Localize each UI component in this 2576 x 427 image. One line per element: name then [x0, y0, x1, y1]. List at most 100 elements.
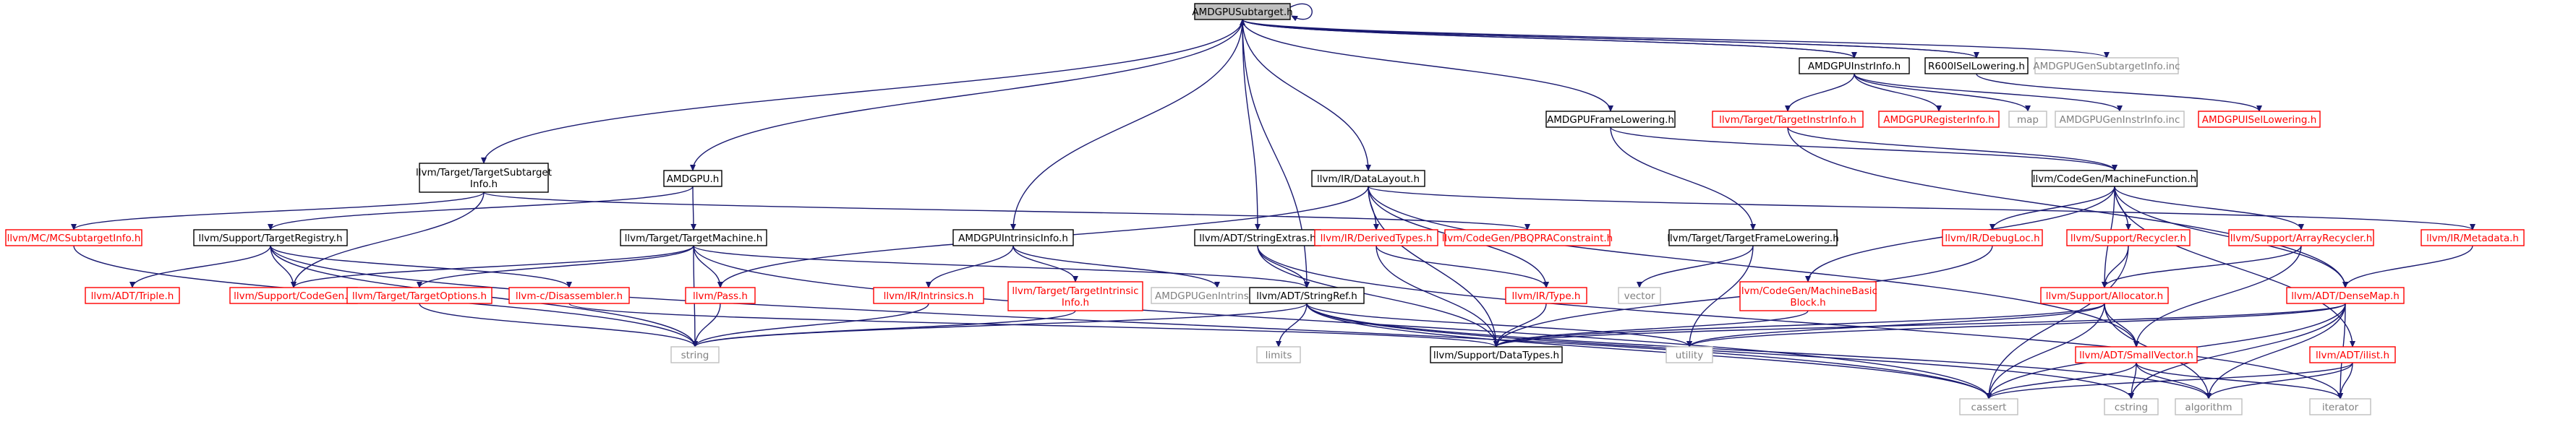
node-label: llvm/Support/ArrayRecycler.h	[2230, 233, 2373, 244]
edge-stringref-utility	[1306, 303, 1692, 348]
node-label: utility	[1676, 350, 1703, 361]
graph-node-amdgpuintrinsicinfo[interactable]: AMDGPUIntrinsicInfo.h	[952, 229, 1074, 246]
node-label: cstring	[2115, 402, 2148, 413]
graph-node-amdgpusubtarget[interactable]: AMDGPUSubtarget.h	[1192, 3, 1293, 20]
graph-node-smallvector[interactable]: llvm/ADT/SmallVector.h	[2075, 346, 2198, 363]
graph-node-debugloc[interactable]: llvm/IR/DebugLoc.h	[1942, 229, 2043, 246]
node-label: llvm/Pass.h	[693, 290, 748, 302]
edge-ilist-iterator	[2337, 362, 2353, 400]
node-label: AMDGPUGenSubtargetInfo.inc	[2033, 61, 2180, 72]
graph-node-targetframelowering[interactable]: llvm/Target/TargetFrameLowering.h	[1667, 229, 1839, 246]
node-box	[2421, 229, 2525, 246]
node-label: llvm/CodeGen/MachineFunction.h	[2033, 173, 2196, 185]
edge-densemap-utility	[1686, 303, 2346, 348]
edge-targetregistry-cassert	[270, 245, 1992, 400]
graph-node-targetregistry[interactable]: llvm/Support/TargetRegistry.h	[193, 229, 348, 246]
edge-amdgpusubtarget-stringref	[1242, 19, 1310, 288]
graph-node-amdgpu[interactable]: AMDGPU.h	[663, 170, 722, 187]
node-label: llvm/Target/TargetFrameLowering.h	[1667, 233, 1839, 244]
node-label: llvm/Support/Recycler.h	[2070, 233, 2186, 244]
graph-node-metadata[interactable]: llvm/IR/Metadata.h	[2421, 229, 2525, 246]
edge-pass-string	[692, 303, 721, 348]
graph-node-amdgpuinstrinfo[interactable]: AMDGPUInstrInfo.h	[1799, 57, 1910, 74]
node-box	[1311, 170, 1425, 187]
node-box	[1194, 3, 1291, 20]
graph-node-recycler[interactable]: llvm/Support/Recycler.h	[2066, 229, 2191, 246]
graph-node-allocator[interactable]: llvm/Support/Allocator.h	[2040, 287, 2169, 304]
edge-amdgpuinstrinfo-targetinstrinfo	[1785, 73, 1855, 112]
node-label: Block.h	[1790, 297, 1825, 309]
graph-node-stringextras[interactable]: llvm/ADT/StringExtras.h	[1194, 229, 1321, 246]
edge-stringref-cstring	[1306, 303, 2134, 400]
edge-targetintrinsicinfo-string	[692, 310, 1076, 348]
node-box	[2198, 111, 2321, 128]
node-label: llvm/ADT/Triple.h	[91, 290, 174, 302]
graph-node-intrinsics[interactable]: llvm/IR/Intrinsics.h	[873, 287, 984, 304]
node-label: llvm/Support/DataTypes.h	[1433, 350, 1559, 361]
graph-node-densemap[interactable]: llvm/ADT/DenseMap.h	[2286, 287, 2405, 304]
edge-intrinsics-string	[692, 303, 929, 348]
node-label: R600ISelLowering.h	[1928, 61, 2025, 72]
node-box	[1959, 398, 2018, 415]
graph-node-targetmachine[interactable]: llvm/Target/TargetMachine.h	[620, 229, 767, 246]
graph-node-arrayrecycler[interactable]: llvm/Support/ArrayRecycler.h	[2228, 229, 2374, 246]
node-box	[1007, 281, 1143, 311]
graph-node-datatypes[interactable]: llvm/Support/DataTypes.h	[1430, 346, 1563, 363]
node-label: llvm/ADT/SmallVector.h	[2079, 350, 2193, 361]
node-label: llvm/Support/TargetRegistry.h	[198, 233, 342, 244]
edge-metadata-densemap	[2342, 245, 2473, 288]
graph-node-stringref[interactable]: llvm/ADT/StringRef.h	[1249, 287, 1365, 304]
node-box	[685, 287, 756, 304]
graph-node-ilist[interactable]: llvm/ADT/ilist.h	[2309, 346, 2396, 363]
graph-node-amdgpuregisterinfo[interactable]: AMDGPURegisterInfo.h	[1878, 111, 2000, 128]
edge-allocator-utility	[1686, 303, 2105, 348]
graph-node-mcsubtargetinfo[interactable]: llvm/MC/MCSubtargetInfo.h	[5, 229, 142, 246]
node-label: llvm/CodeGen/MachineBasic	[1739, 285, 1877, 297]
graph-node-machinefunction[interactable]: llvm/CodeGen/MachineFunction.h	[2031, 170, 2198, 187]
graph-node-r600isellowering[interactable]: R600ISelLowering.h	[1924, 57, 2029, 74]
node-box	[1545, 111, 1676, 128]
node-label: algorithm	[2185, 402, 2232, 413]
edge-stringref-cassert	[1306, 303, 1992, 400]
edge-amdgpuframelowering-machinefunction	[1610, 126, 2117, 171]
node-label: llvm/CodeGen/PBQPRAConstraint.h	[1442, 233, 1613, 244]
graph-node-iterator: iterator	[2309, 398, 2371, 415]
edge-amdgpusubtarget-amdgpuintrinsicinfo	[1010, 19, 1243, 230]
node-label: llvm/ADT/DenseMap.h	[2291, 290, 2400, 302]
graph-node-pbqpraconstraint[interactable]: llvm/CodeGen/PBQPRAConstraint.h	[1442, 229, 1613, 246]
edge-amdgpusubtarget-amdgpuframelowering	[1242, 19, 1613, 112]
graph-node-datalayout[interactable]: llvm/IR/DataLayout.h	[1311, 170, 1425, 187]
graph-node-pass[interactable]: llvm/Pass.h	[685, 287, 756, 304]
graph-node-targetoptions[interactable]: llvm/Target/TargetOptions.h	[346, 287, 492, 304]
node-box	[419, 163, 549, 193]
graph-node-codegen[interactable]: llvm/Support/CodeGen.h	[229, 287, 358, 304]
node-label: llvm-c/Disassembler.h	[516, 290, 623, 302]
graph-node-triple[interactable]: llvm/ADT/Triple.h	[85, 287, 180, 304]
graph-node-derivedtypes[interactable]: llvm/IR/DerivedTypes.h	[1314, 229, 1438, 246]
edge-targetsubtargetinfo-mcsubtargetinfo	[71, 191, 485, 230]
node-label: llvm/ADT/ilist.h	[2316, 350, 2389, 361]
node-label: Info.h	[470, 178, 498, 190]
node-label: llvm/Target/TargetMachine.h	[625, 233, 763, 244]
edge-amdgpuinstrinfo-amdgpuregisterinfo	[1854, 73, 1942, 112]
node-label: llvm/IR/DerivedTypes.h	[1321, 233, 1433, 244]
node-box	[873, 287, 984, 304]
graph-node-type[interactable]: llvm/IR/Type.h	[1505, 287, 1587, 304]
node-label: llvm/MC/MCSubtargetInfo.h	[7, 233, 141, 244]
edge-amdgpusubtarget-stringextras	[1242, 19, 1261, 230]
node-label: llvm/Target/TargetInstrInfo.h	[1719, 114, 1856, 126]
edge-targetmachine-stringref	[693, 245, 1310, 288]
graph-node-targetinstrinfo[interactable]: llvm/Target/TargetInstrInfo.h	[1712, 111, 1864, 128]
node-label: AMDGPURegisterInfo.h	[1883, 114, 1995, 126]
graph-node-amdgpuisellowering[interactable]: AMDGPUISelLowering.h	[2198, 111, 2321, 128]
edge-smallvector-cassert	[1986, 362, 2137, 400]
graph-node-disassembler[interactable]: llvm-c/Disassembler.h	[508, 287, 630, 304]
graph-node-vector: vector	[1618, 287, 1661, 304]
node-box	[620, 229, 767, 246]
graph-node-amdgpuframelowering[interactable]: AMDGPUFrameLowering.h	[1545, 111, 1676, 128]
